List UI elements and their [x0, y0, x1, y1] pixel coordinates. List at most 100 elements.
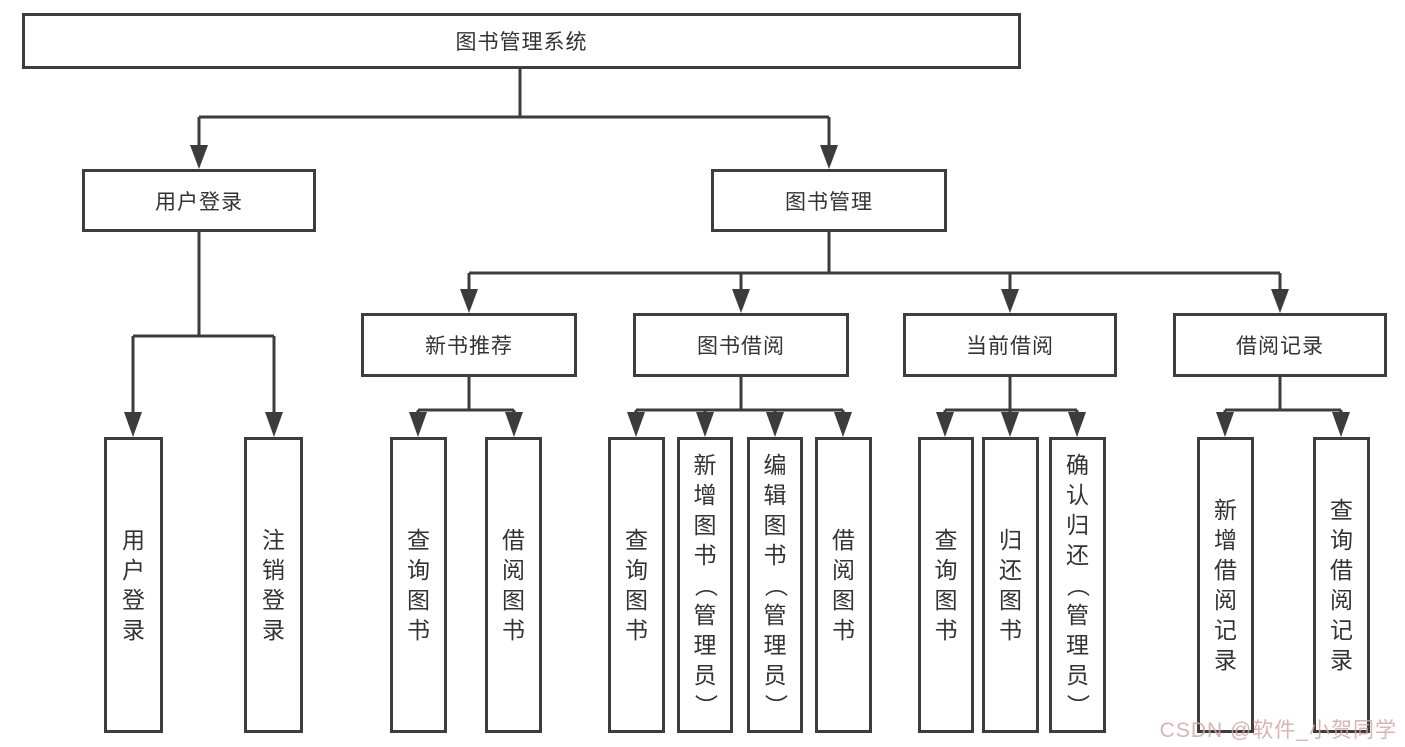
vertical-char: 记 — [1330, 616, 1353, 643]
vertical-char: 注 — [262, 526, 285, 553]
leaf-query-book-current: 查询图书 — [918, 437, 974, 733]
vertical-char: 录 — [1330, 646, 1353, 673]
vertical-char: 销 — [262, 556, 285, 583]
leaf-borrow-book-recommend: 借阅图书 — [485, 437, 542, 733]
leaf-add-book-admin-label: 新增图书（管理员） — [692, 450, 719, 720]
vertical-char: （ — [762, 573, 789, 597]
vertical-char: 查 — [934, 526, 958, 553]
vertical-char: 登 — [122, 586, 145, 613]
vertical-char: 借 — [502, 526, 525, 553]
leaf-user-login: 用户登录 — [104, 437, 163, 733]
vertical-char: 查 — [625, 526, 648, 553]
arrow-down-icon — [820, 145, 838, 169]
node-user-login: 用户登录 — [82, 169, 316, 232]
leaf-query-borrow-record: 查询借阅记录 — [1313, 437, 1370, 733]
vertical-char: 询 — [625, 556, 648, 583]
vertical-char: 查 — [407, 526, 430, 553]
node-user-login-label: 用户登录 — [155, 190, 243, 214]
node-borrow-records-label: 借阅记录 — [1236, 335, 1324, 358]
vertical-char: 阅 — [502, 556, 525, 583]
vertical-char: 录 — [122, 616, 145, 643]
leaf-edit-book-admin-label: 编辑图书（管理员） — [762, 450, 789, 720]
vertical-char: 图 — [832, 586, 855, 613]
vertical-char: 编 — [763, 451, 787, 478]
vertical-char: 管 — [693, 601, 717, 628]
vertical-char: 书 — [693, 541, 717, 568]
arrow-down-icon — [1271, 289, 1289, 313]
vertical-char: 书 — [502, 616, 525, 643]
csdn-watermark: CSDN @软件_小贺同学 — [1159, 719, 1397, 742]
leaf-add-borrow-record: 新增借阅记录 — [1197, 437, 1254, 733]
vertical-char: 归 — [999, 526, 1022, 553]
leaf-query-book-borrow-label: 查询图书 — [625, 525, 648, 645]
vertical-char: 员 — [693, 661, 717, 688]
vertical-char: 询 — [1330, 526, 1353, 553]
vertical-char: 理 — [1066, 631, 1089, 658]
leaf-query-borrow-record-label: 查询借阅记录 — [1330, 495, 1353, 675]
arrowheads — [124, 145, 1350, 437]
arrow-down-icon — [124, 412, 142, 437]
leaf-confirm-return-admin: 确认归还（管理员） — [1049, 437, 1106, 733]
vertical-char: ） — [692, 693, 719, 717]
vertical-char: （ — [692, 573, 719, 597]
vertical-char: 还 — [1066, 541, 1089, 568]
vertical-char: 用 — [122, 526, 145, 553]
node-library-system-label: 图书管理系统 — [455, 31, 588, 54]
vertical-char: 认 — [1066, 481, 1089, 508]
vertical-char: 增 — [693, 481, 717, 508]
node-current-borrow: 当前借阅 — [903, 313, 1117, 377]
vertical-char: 录 — [1214, 646, 1237, 673]
arrow-down-icon — [834, 412, 852, 437]
leaf-query-book-current-label: 查询图书 — [935, 525, 958, 645]
leaf-user-login-label: 用户登录 — [122, 525, 145, 645]
vertical-char: 阅 — [1214, 586, 1237, 613]
vertical-char: 管 — [763, 601, 787, 628]
vertical-char: 书 — [999, 616, 1022, 643]
node-library-system: 图书管理系统 — [22, 13, 1021, 69]
leaf-add-book-admin: 新增图书（管理员） — [677, 437, 733, 733]
vertical-char: 图 — [999, 586, 1022, 613]
arrow-down-icon — [936, 412, 954, 437]
vertical-char: 理 — [693, 631, 717, 658]
node-borrow-records: 借阅记录 — [1173, 313, 1387, 377]
vertical-char: 员 — [763, 661, 787, 688]
vertical-char: 记 — [1214, 616, 1237, 643]
vertical-char: 辑 — [763, 481, 787, 508]
vertical-char: 书 — [407, 616, 430, 643]
vertical-char: 阅 — [1330, 586, 1353, 613]
arrow-down-icon — [732, 289, 750, 313]
arrow-down-icon — [460, 289, 478, 313]
vertical-char: 新 — [693, 451, 717, 478]
vertical-char: 书 — [625, 616, 648, 643]
arrow-down-icon — [696, 412, 714, 437]
leaf-return-book: 归还图书 — [982, 437, 1039, 733]
node-new-book-recommend-label: 新书推荐 — [425, 335, 513, 358]
arrow-down-icon — [1332, 412, 1350, 437]
vertical-char: 询 — [407, 556, 430, 583]
vertical-char: 询 — [934, 556, 958, 583]
vertical-char: 书 — [934, 616, 958, 643]
leaf-query-book-recommend-label: 查询图书 — [407, 525, 430, 645]
arrow-down-icon — [1001, 289, 1019, 313]
leaf-return-book-label: 归还图书 — [999, 525, 1022, 645]
arrow-down-icon — [766, 412, 784, 437]
vertical-char: 增 — [1214, 526, 1237, 553]
vertical-char: 员 — [1066, 661, 1089, 688]
arrow-down-icon — [190, 145, 208, 169]
leaf-add-borrow-record-label: 新增借阅记录 — [1214, 495, 1237, 675]
leaf-edit-book-admin: 编辑图书（管理员） — [747, 437, 803, 733]
vertical-char: ） — [762, 693, 789, 717]
vertical-char: 理 — [763, 631, 787, 658]
node-book-borrow: 图书借阅 — [633, 313, 849, 377]
arrow-down-icon — [409, 412, 427, 437]
arrow-down-icon — [265, 412, 283, 437]
vertical-char: 户 — [122, 556, 145, 583]
vertical-char: ） — [1065, 693, 1091, 717]
vertical-char: 图 — [625, 586, 648, 613]
leaf-borrow-book: 借阅图书 — [815, 437, 872, 733]
vertical-char: 图 — [502, 586, 525, 613]
vertical-char: 管 — [1066, 601, 1089, 628]
arrow-down-icon — [1216, 412, 1234, 437]
